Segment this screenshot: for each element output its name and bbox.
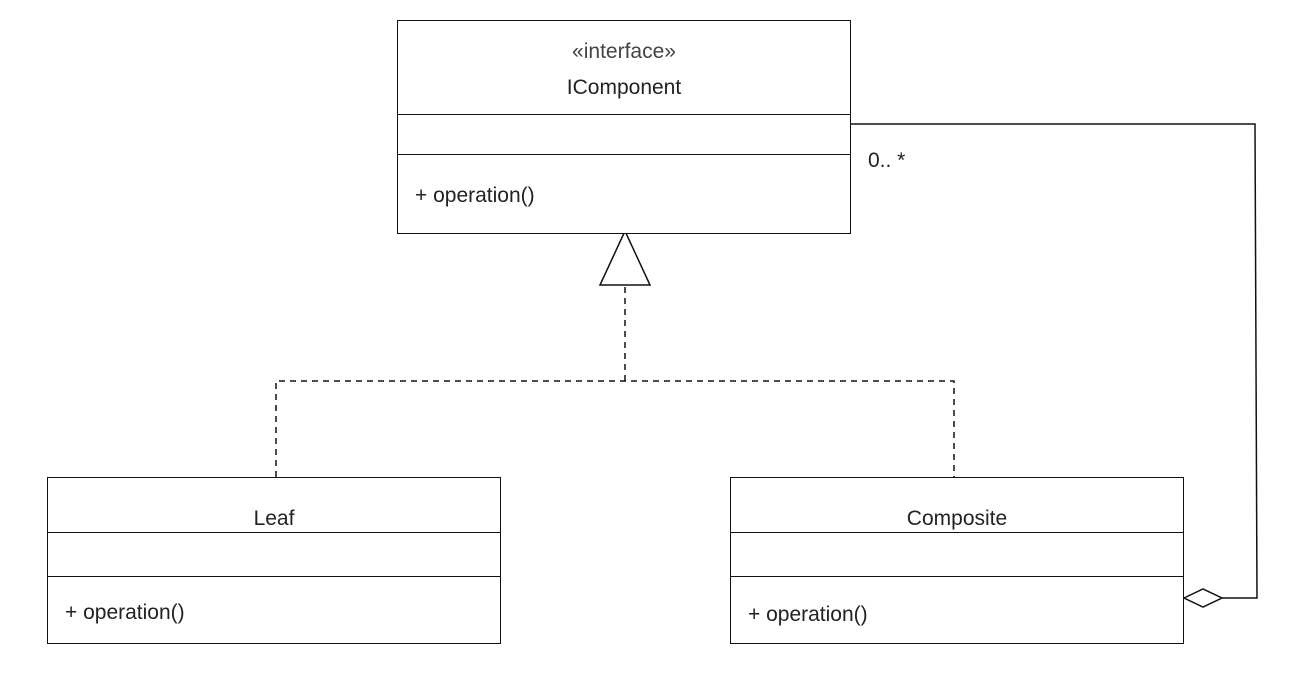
icomponent-class-box[interactable]: «interface» IComponent + operation() [397, 20, 851, 234]
composite-class-box[interactable]: Composite + operation() [730, 477, 1184, 644]
icomponent-operation: + operation() [415, 184, 535, 207]
aggregation-multiplicity-label: 0.. * [868, 149, 906, 172]
aggregation-diamond-icon [1182, 588, 1224, 608]
composite-operation: + operation() [748, 603, 868, 626]
leaf-name: Leaf [253, 507, 295, 530]
leaf-operation: + operation() [65, 601, 185, 624]
icomponent-operations: + operation() [398, 155, 850, 233]
realization-arrowhead-icon [598, 229, 652, 286]
leaf-operations: + operation() [48, 577, 500, 643]
composite-header: Composite [731, 478, 1183, 533]
icomponent-name: IComponent [566, 76, 682, 99]
icomponent-header: «interface» IComponent [398, 21, 850, 115]
composite-name: Composite [906, 507, 1008, 530]
aggregation-line [850, 123, 1258, 599]
leaf-class-box[interactable]: Leaf + operation() [47, 477, 501, 644]
composite-attributes [731, 533, 1183, 577]
icomponent-stereotype: «interface» [572, 40, 676, 63]
leaf-attributes [48, 533, 500, 577]
leaf-header: Leaf [48, 478, 500, 533]
realization-dashed-line [275, 380, 955, 477]
composite-operations: + operation() [731, 577, 1183, 643]
icomponent-attributes [398, 115, 850, 155]
